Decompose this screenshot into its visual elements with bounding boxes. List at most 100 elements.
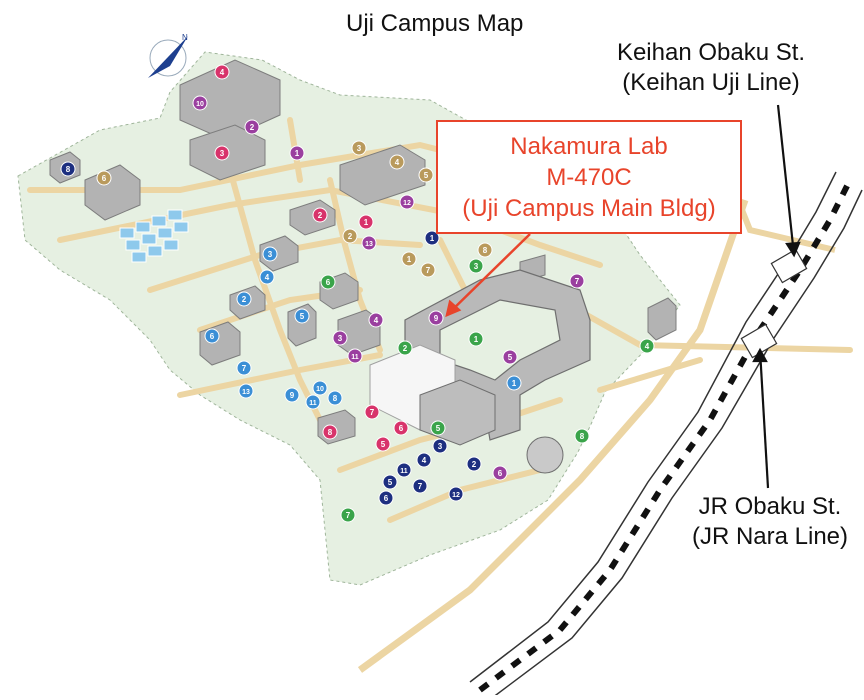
keihan-line-name: (Keihan Uji Line) [622,69,800,96]
building-marker-green-1: 1 [468,331,484,347]
callout-room: M-470C [546,164,632,191]
building-marker-number: 7 [346,511,351,520]
building-marker-red-4: 4 [214,64,230,80]
building-marker-number: 2 [242,295,247,304]
building-marker-number: 1 [512,379,517,388]
building-marker-number: 1 [474,335,479,344]
building-marker-number: 13 [242,389,250,396]
building-marker-purple-11: 11 [347,348,363,364]
building-marker-tan-7: 7 [420,262,436,278]
building-marker-number: 6 [498,469,503,478]
station-plaza-road [737,203,836,253]
building-marker-tan-6: 6 [96,170,112,186]
building-marker-blue-9: 9 [284,387,300,403]
building-marker-number: 5 [388,478,393,487]
building-marker-red-6: 6 [393,420,409,436]
building-marker-navy-2: 2 [466,456,482,472]
building-marker-number: 1 [430,234,435,243]
building-marker-purple-4: 4 [368,312,384,328]
building-marker-red-5: 5 [375,436,391,452]
building-marker-number: 6 [384,494,389,503]
building-marker-navy-4: 4 [416,452,432,468]
building-marker-number: 12 [452,492,460,499]
building-marker-number: 13 [365,241,373,248]
building-marker-number: 10 [196,101,204,108]
building-marker-number: 6 [399,424,404,433]
building-marker-blue-4: 4 [259,269,275,285]
building-marker-blue-5: 5 [294,308,310,324]
building-marker-number: 5 [300,312,305,321]
building-marker-number: 11 [400,468,408,475]
building-marker-green-3: 3 [468,258,484,274]
building-marker-purple-12: 12 [399,194,415,210]
building-marker-number: 6 [210,332,215,341]
building-marker-navy-12: 12 [448,486,464,502]
building-marker-red-8: 8 [322,424,338,440]
building-marker-purple-9: 9 [428,310,444,326]
building-marker-blue-8: 8 [327,390,343,406]
building-marker-number: 3 [268,250,273,259]
building-marker-number: 7 [242,364,247,373]
nakamura-lab-callout: Nakamura Lab M-470C (Uji Campus Main Bld… [436,120,742,234]
building-marker-number: 1 [364,218,369,227]
building-marker-blue-10: 10 [312,380,328,396]
building-marker-number: 5 [436,424,441,433]
building-marker-number: 2 [403,344,408,353]
building-marker-number: 7 [418,482,423,491]
building-marker-blue-3: 3 [262,246,278,262]
building-marker-number: 1 [407,255,412,264]
building-marker-number: 11 [309,400,317,407]
building-marker-blue-2: 2 [236,291,252,307]
callout-arrow [445,233,531,318]
building-marker-number: 7 [370,408,375,417]
svg-text:N: N [182,33,188,42]
building-marker-number: 2 [318,211,323,220]
building-marker-purple-3: 3 [332,330,348,346]
building-marker-tan-1: 1 [401,251,417,267]
keihan-station-name: Keihan Obaku St. [616,39,806,66]
building-marker-number: 3 [474,262,479,271]
building-marker-blue-6: 6 [204,328,220,344]
building-marker-number: 4 [374,316,379,325]
building-marker-red-3: 3 [214,145,230,161]
building-marker-purple-10: 10 [192,95,208,111]
building-marker-tan-8: 8 [477,242,493,258]
building-marker-number: 4 [422,456,427,465]
building-marker-number: 4 [645,342,650,351]
jr-line-name: (JR Nara Line) [691,523,849,550]
callout-lab-name: Nakamura Lab [510,133,668,160]
building-marker-purple-6: 6 [492,465,508,481]
building-marker-number: 3 [357,144,362,153]
building-marker-number: 6 [102,174,107,183]
building-marker-number: 12 [403,200,411,207]
building-marker-navy-3: 3 [432,438,448,454]
building-marker-green-7: 7 [340,507,356,523]
building-marker-number: 7 [575,277,580,286]
building-marker-blue-13: 13 [238,383,254,399]
building-marker-number: 3 [338,334,343,343]
building-marker-navy-6: 6 [378,490,394,506]
swimming-pool [119,209,189,263]
building-marker-red-1: 1 [358,214,374,230]
building-marker-number: 8 [328,428,333,437]
building-marker-number: 4 [265,273,270,282]
building-marker-green-5: 5 [430,420,446,436]
building-marker-navy-11: 11 [396,462,412,478]
building-marker-blue-7: 7 [236,360,252,376]
building-marker-number: 3 [220,149,225,158]
jr-obaku-station-label: JR Obaku St. (JR Nara Line) [680,492,860,552]
building-marker-purple-5: 5 [502,349,518,365]
building-marker-number: 3 [438,442,443,451]
map-title: Uji Campus Map [346,10,524,37]
keihan-station-arrow [776,104,801,258]
building-marker-blue-1: 1 [506,375,522,391]
building-marker-number: 2 [250,123,255,132]
building-marker-purple-13: 13 [361,235,377,251]
building-marker-green-4: 4 [639,338,655,354]
building-marker-number: 5 [424,171,429,180]
building-marker-tan-4: 4 [389,154,405,170]
jr-station-arrow [752,347,770,489]
jr-station-name: JR Obaku St. [698,493,842,520]
